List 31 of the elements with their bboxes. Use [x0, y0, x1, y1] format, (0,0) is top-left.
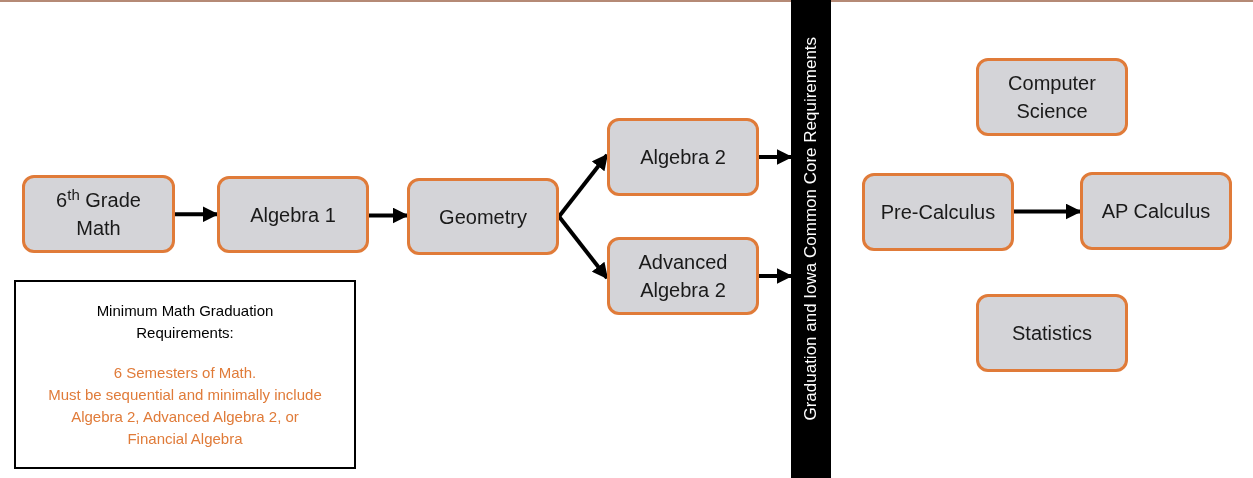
arrow	[175, 206, 219, 223]
note-text: 6 Semesters of Math.	[113, 362, 257, 383]
course-name: Advanced Algebra 2	[637, 250, 729, 303]
course-name: Geometry	[439, 204, 527, 230]
course-box	[976, 58, 1128, 136]
course-box	[607, 118, 759, 196]
course-box	[407, 178, 559, 255]
course-name: Statistics	[1012, 321, 1092, 346]
course-box	[1080, 172, 1232, 250]
arrow	[557, 215, 609, 280]
course-name: Computer Science	[1007, 71, 1097, 124]
course-name: AP Calculus	[1101, 199, 1211, 224]
banner-text: Graduation and Iowa Common Core Requirements	[800, 37, 822, 421]
course-box	[607, 237, 759, 315]
arrow	[1014, 203, 1082, 220]
arrow	[369, 207, 409, 224]
course-name: 6$^{th}$ Grade Math	[55, 186, 142, 241]
note-box	[14, 280, 356, 469]
note-text: Must be sequential and minimally include Algebra 2, Advanced Algebra 2, or Financial Algebra	[47, 384, 323, 449]
course-box	[22, 175, 175, 253]
course-box	[862, 173, 1014, 251]
course-name: Pre-Calculus	[880, 200, 996, 225]
course-name: Algebra 2	[640, 145, 726, 170]
arrow	[557, 153, 609, 218]
arrow	[759, 149, 793, 165]
vertical-banner	[791, 0, 831, 478]
arrow	[759, 268, 793, 284]
course-box	[976, 294, 1128, 372]
course-name: Algebra 1	[250, 202, 336, 228]
note-heading: Minimum Math Graduation Requirements:	[95, 300, 275, 343]
course-box	[217, 176, 369, 253]
